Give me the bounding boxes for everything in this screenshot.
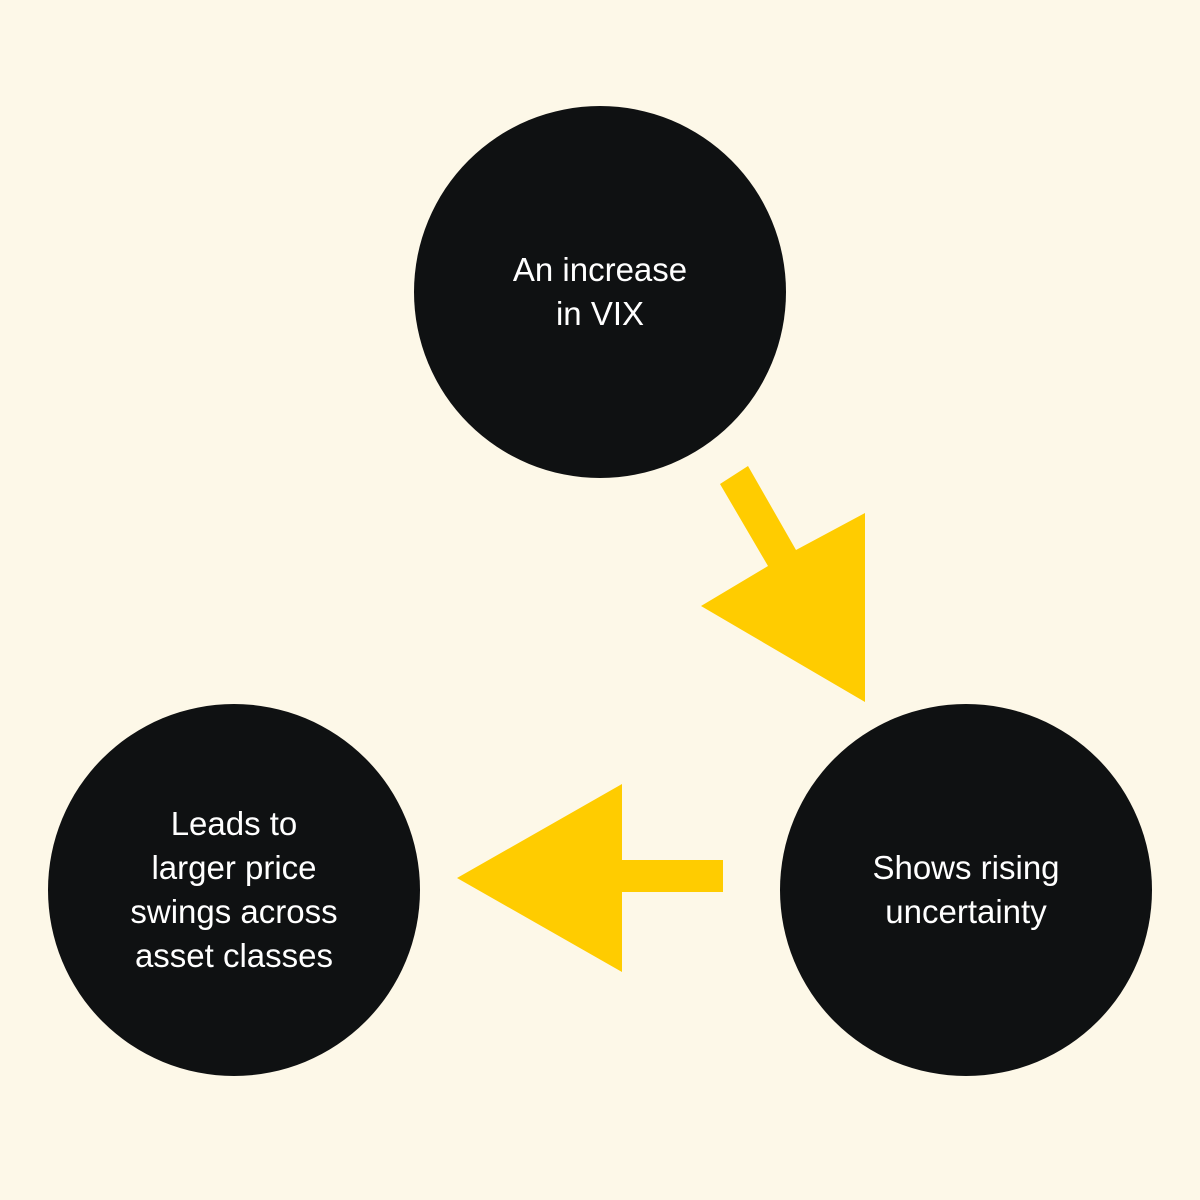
node-rising-uncertainty: Shows rising uncertainty — [780, 704, 1152, 1076]
arrow-uncertainty-to-swings — [457, 784, 723, 972]
node-price-swings: Leads to larger price swings across asse… — [48, 704, 420, 1076]
node-vix-increase: An increase in VIX — [414, 106, 786, 478]
node-price-swings-label: Leads to larger price swings across asse… — [130, 805, 338, 974]
node-rising-uncertainty-label: Shows rising uncertainty — [872, 849, 1060, 930]
node-vix-increase-label: An increase in VIX — [512, 251, 688, 332]
arrow-vix-to-uncertainty — [701, 466, 865, 702]
